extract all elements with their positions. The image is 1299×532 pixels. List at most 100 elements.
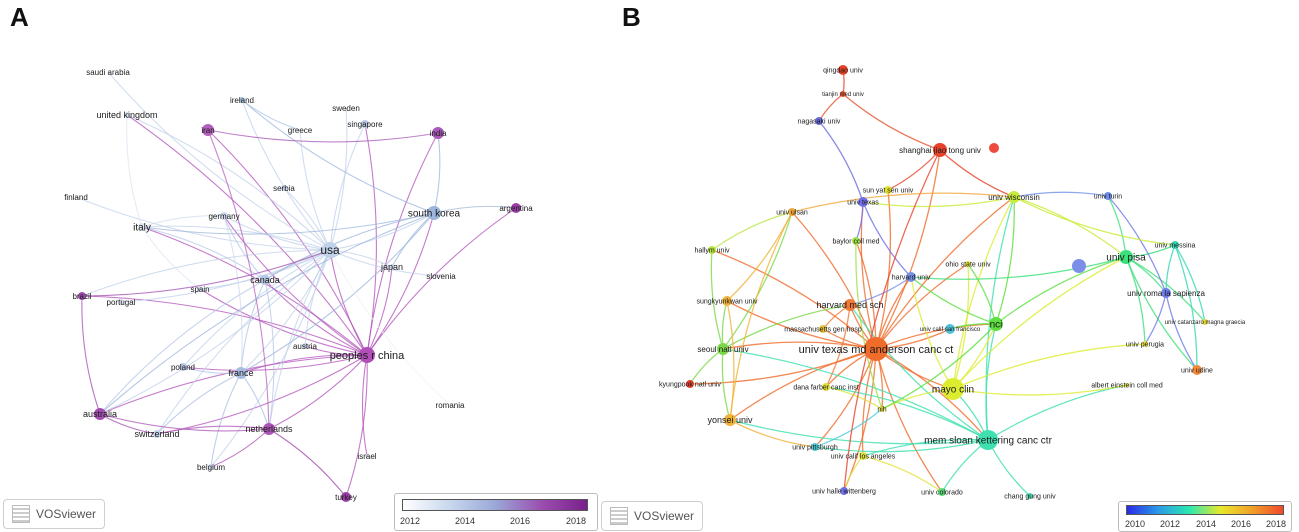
node-univ-halle-wittenberg[interactable]: univ halle wittenberg bbox=[812, 487, 876, 495]
node-univ-turin[interactable]: univ turin bbox=[1094, 192, 1123, 200]
node-australia[interactable]: australia bbox=[83, 408, 117, 420]
node-sun-yat-sen-univ[interactable]: sun yat sen univ bbox=[863, 186, 914, 194]
node-seoul-natl-univ[interactable]: seoul natl univ bbox=[697, 343, 749, 355]
node-circle[interactable] bbox=[118, 299, 124, 305]
node-circle[interactable] bbox=[302, 343, 308, 349]
node-circle[interactable] bbox=[879, 406, 885, 412]
node-circle[interactable] bbox=[840, 487, 848, 495]
node-france[interactable]: france bbox=[228, 367, 254, 379]
node-univ-wisconsin[interactable]: univ wisconsin bbox=[988, 191, 1040, 203]
node-unlabeled-39[interactable] bbox=[1072, 259, 1086, 273]
node-brazil[interactable]: brazil bbox=[72, 292, 91, 301]
node-circle[interactable] bbox=[858, 197, 868, 207]
node-nci[interactable]: nci bbox=[989, 317, 1003, 331]
node-iran[interactable]: iran bbox=[201, 124, 215, 136]
node-spain[interactable]: spain bbox=[190, 285, 209, 294]
node-greece[interactable]: greece bbox=[288, 126, 313, 135]
node-netherlands[interactable]: netherlands bbox=[245, 423, 293, 435]
node-kyungpook-natl-univ[interactable]: kyungpook natl univ bbox=[659, 380, 721, 388]
node-unlabeled-4[interactable] bbox=[989, 143, 999, 153]
node-romania[interactable]: romania bbox=[436, 401, 465, 410]
node-mayo-clin[interactable]: mayo clin bbox=[932, 378, 974, 400]
node-circle[interactable] bbox=[1072, 259, 1086, 273]
node-circle[interactable] bbox=[819, 325, 827, 333]
node-peoples-r-china[interactable]: peoples r china bbox=[330, 347, 405, 363]
node-circle[interactable] bbox=[822, 383, 830, 391]
node-circle[interactable] bbox=[511, 203, 521, 213]
node-circle[interactable] bbox=[1125, 383, 1129, 387]
node-univ-calif-los-angeles[interactable]: univ calif los angeles bbox=[831, 452, 896, 460]
node-japan[interactable]: japan bbox=[380, 262, 403, 272]
node-harvard-univ[interactable]: harvard univ bbox=[892, 272, 931, 282]
node-circle[interactable] bbox=[359, 347, 375, 363]
node-circle[interactable] bbox=[1008, 191, 1020, 203]
node-hallym-univ[interactable]: hallym univ bbox=[694, 246, 730, 254]
node-circle[interactable] bbox=[1161, 288, 1171, 298]
node-qingdao-univ[interactable]: qingdao univ bbox=[823, 65, 863, 75]
node-circle[interactable] bbox=[124, 112, 130, 118]
node-circle[interactable] bbox=[1027, 493, 1033, 499]
node-univ-texas[interactable]: univ texas bbox=[847, 197, 879, 207]
node-circle[interactable] bbox=[389, 264, 395, 270]
node-circle[interactable] bbox=[724, 414, 736, 426]
node-ireland[interactable]: ireland bbox=[230, 96, 254, 105]
node-circle[interactable] bbox=[686, 380, 694, 388]
node-circle[interactable] bbox=[235, 367, 247, 379]
node-univ-texas-md-anderson-canc-ct[interactable]: univ texas md anderson canc ct bbox=[799, 337, 954, 361]
node-univ-colorado[interactable]: univ colorado bbox=[921, 488, 963, 496]
node-canada[interactable]: canada bbox=[250, 275, 280, 285]
node-circle[interactable] bbox=[942, 378, 964, 400]
node-circle[interactable] bbox=[94, 408, 106, 420]
node-circle[interactable] bbox=[945, 324, 955, 334]
node-circle[interactable] bbox=[906, 272, 916, 282]
node-ohio-state-univ[interactable]: ohio state univ bbox=[945, 261, 991, 268]
node-circle[interactable] bbox=[1119, 250, 1133, 264]
node-circle[interactable] bbox=[864, 337, 888, 361]
node-circle[interactable] bbox=[78, 292, 86, 300]
node-circle[interactable] bbox=[202, 124, 214, 136]
node-circle[interactable] bbox=[432, 127, 444, 139]
node-circle[interactable] bbox=[989, 143, 999, 153]
node-circle[interactable] bbox=[138, 223, 146, 231]
node-circle[interactable] bbox=[1171, 241, 1179, 249]
node-circle[interactable] bbox=[239, 97, 245, 103]
node-portugal[interactable]: portugal bbox=[107, 298, 136, 307]
node-sweden[interactable]: sweden bbox=[332, 104, 360, 113]
node-univ-pisa[interactable]: univ pisa bbox=[1106, 250, 1146, 264]
node-circle[interactable] bbox=[1202, 319, 1208, 325]
node-circle[interactable] bbox=[1142, 341, 1148, 347]
node-circle[interactable] bbox=[260, 275, 270, 285]
node-serbia[interactable]: serbia bbox=[273, 184, 295, 193]
node-usa[interactable]: usa bbox=[320, 242, 340, 258]
node-circle[interactable] bbox=[840, 91, 846, 97]
node-nih[interactable]: nih bbox=[877, 406, 887, 413]
node-circle[interactable] bbox=[852, 237, 860, 245]
node-circle[interactable] bbox=[281, 185, 287, 191]
node-circle[interactable] bbox=[978, 430, 998, 450]
node-circle[interactable] bbox=[220, 212, 228, 220]
node-baylor-coll-med[interactable]: baylor coll med bbox=[832, 237, 880, 245]
node-circle[interactable] bbox=[1192, 365, 1202, 375]
node-circle[interactable] bbox=[965, 261, 971, 267]
node-turkey[interactable]: turkey bbox=[335, 492, 357, 502]
node-india[interactable]: india bbox=[430, 127, 447, 139]
node-albert-einstein-coll-med[interactable]: albert einstein coll med bbox=[1091, 382, 1163, 389]
node-circle[interactable] bbox=[815, 117, 823, 125]
node-circle[interactable] bbox=[361, 120, 369, 128]
node-circle[interactable] bbox=[933, 143, 947, 157]
node-yonsei-univ[interactable]: yonsei univ bbox=[707, 414, 753, 426]
node-circle[interactable] bbox=[859, 452, 867, 460]
node-circle[interactable] bbox=[197, 286, 203, 292]
node-circle[interactable] bbox=[844, 299, 856, 311]
node-switzerland[interactable]: switzerland bbox=[134, 429, 179, 439]
node-germany[interactable]: germany bbox=[208, 212, 239, 221]
node-univ-ulsan[interactable]: univ ulsan bbox=[776, 208, 808, 216]
node-nagasaki-univ[interactable]: nagasaki univ bbox=[798, 117, 841, 125]
node-univ-perugia[interactable]: univ perugia bbox=[1126, 341, 1164, 348]
node-mem-sloan-kettering-canc-ctr[interactable]: mem sloan kettering canc ctr bbox=[924, 430, 1053, 450]
node-univ-pittsburgh[interactable]: univ pittsburgh bbox=[792, 443, 838, 451]
node-circle[interactable] bbox=[989, 317, 1003, 331]
node-circle[interactable] bbox=[938, 488, 946, 496]
node-tianjin-med-univ[interactable]: tianjin med univ bbox=[822, 91, 864, 98]
node-univ-roma-la-sapienza[interactable]: univ roma la sapienza bbox=[1127, 288, 1205, 298]
